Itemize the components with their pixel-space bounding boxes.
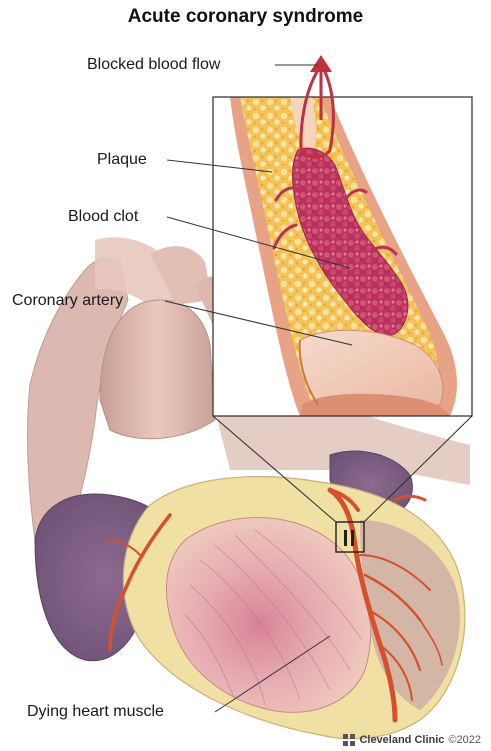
footer-copyright: ©2022 (448, 734, 481, 746)
label-plaque: Plaque (97, 151, 147, 169)
label-blocked-blood-flow: Blocked blood flow (87, 56, 220, 74)
label-dying-heart-muscle: Dying heart muscle (27, 703, 164, 721)
page-title: Acute coronary syndrome (0, 6, 491, 28)
label-blood-clot: Blood clot (68, 208, 138, 226)
label-coronary-artery: Coronary artery (12, 292, 123, 310)
artery-inset (213, 97, 472, 416)
heart (123, 477, 465, 739)
footer-brand: Cleveland Clinic (359, 734, 444, 746)
cleveland-clinic-logo-icon (343, 734, 355, 746)
footer-credit: Cleveland Clinic ©2022 (343, 734, 481, 746)
